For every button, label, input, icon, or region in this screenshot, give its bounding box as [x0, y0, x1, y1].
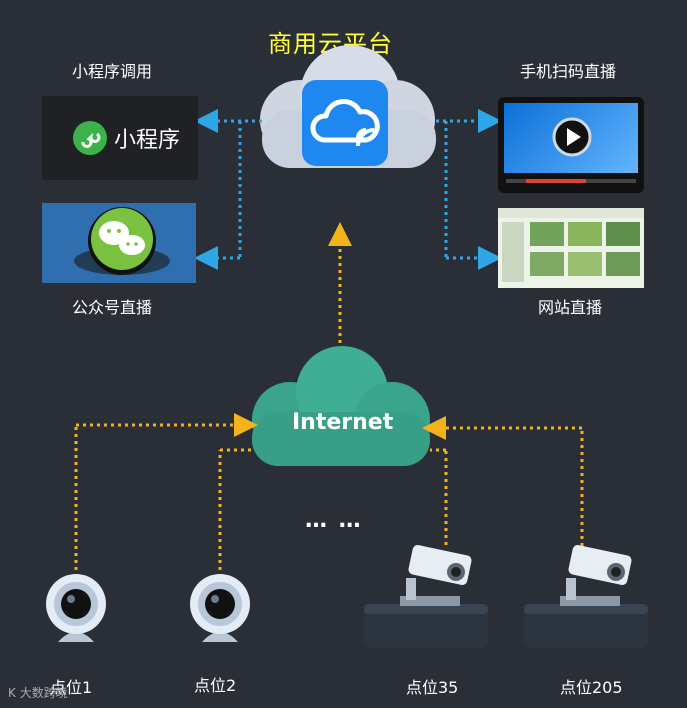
label-official-account-live: 公众号直播: [72, 298, 153, 317]
miniprogram-tile: 小程序: [42, 96, 198, 180]
website-tile: [498, 208, 644, 288]
cctv-camera-icon: [364, 545, 488, 648]
point-label: 点位35: [406, 678, 459, 697]
website-thumb: [568, 252, 602, 276]
website-sidebar: [502, 222, 524, 282]
point-label: 点位2: [194, 676, 237, 695]
internet-cloud: [252, 346, 430, 466]
internet-label: Internet: [292, 410, 394, 435]
cloud-app-icon: [302, 80, 388, 166]
cctv-camera-icon: [524, 545, 648, 648]
website-thumb: [568, 222, 602, 246]
point-label: 点位205: [560, 678, 623, 697]
wechat-icon: [74, 207, 170, 275]
video-progress-fill: [526, 179, 586, 183]
video-player-tile: [498, 97, 644, 193]
label-mobile-scan-live: 手机扫码直播: [520, 62, 617, 81]
blue-links-left: [194, 109, 262, 270]
watermark: K 大数跨境: [8, 686, 68, 700]
label-website-live: 网站直播: [538, 298, 603, 317]
miniprogram-logo-text: 小程序: [114, 128, 181, 153]
cloud-signal-icon: [310, 99, 380, 147]
blue-links-right: [436, 109, 502, 270]
webcam-icon: [46, 574, 106, 642]
label-miniprogram-call: 小程序调用: [72, 62, 153, 81]
website-header: [498, 208, 644, 218]
webcam-icon: [190, 574, 250, 642]
website-thumb: [530, 222, 564, 246]
point-label: 点位1: [50, 678, 93, 697]
website-thumb: [606, 222, 640, 246]
miniprogram-icon: [73, 121, 107, 155]
website-thumb: [530, 252, 564, 276]
more-points-ellipsis: … …: [305, 508, 363, 533]
website-thumb: [606, 252, 640, 276]
wechat-tile: [42, 203, 196, 283]
watermark-logo-icon: K: [8, 686, 16, 700]
yellow-links: [74, 413, 584, 570]
play-icon: [552, 117, 592, 157]
